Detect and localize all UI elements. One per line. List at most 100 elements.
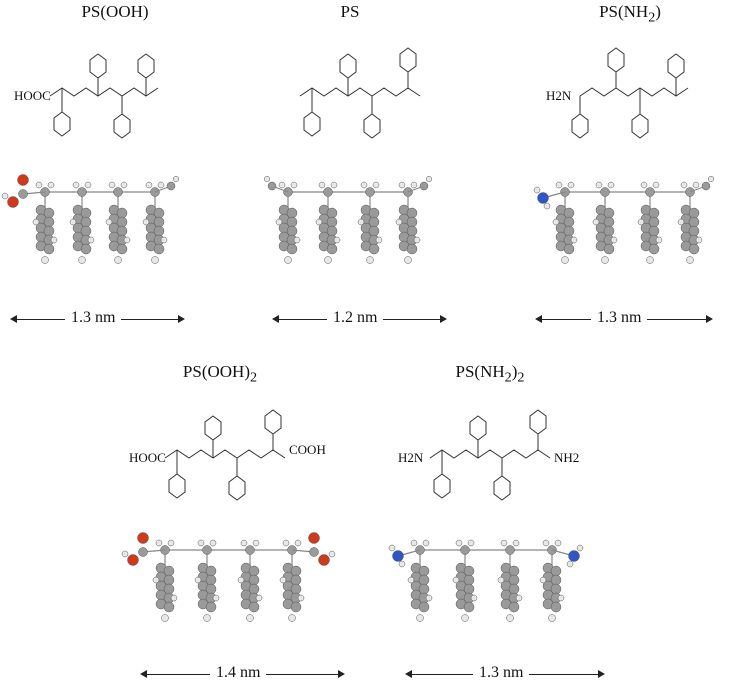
group-label-hooc: HOOC — [14, 88, 51, 103]
carbon-atom — [508, 601, 520, 613]
hydrogen-atom — [255, 594, 263, 602]
hydrogen-atom — [47, 181, 55, 189]
hydrogen-atom — [601, 256, 609, 264]
hydrogen-atom — [548, 614, 556, 622]
oxygen-atom — [308, 532, 320, 544]
hydrogen-atom — [240, 539, 248, 547]
scale-label-ps: 1.2 nm — [327, 309, 384, 327]
carbon-atom — [77, 187, 87, 197]
hydrogen-atom — [278, 181, 286, 189]
hydrogen-atom — [328, 550, 336, 558]
hydrogen-atom — [677, 218, 685, 226]
carbon-atom — [645, 187, 655, 197]
carbon-atom — [600, 187, 610, 197]
hydrogen-atom — [297, 594, 305, 602]
hydrogen-atom — [366, 256, 374, 264]
ball-stick-model-ps-ooh2 — [121, 532, 336, 622]
group-label-h2n-left: H2N — [398, 450, 424, 465]
hydrogen-atom — [576, 544, 584, 552]
hydrogen-atom — [333, 236, 341, 244]
hydrogen-atom — [570, 236, 578, 244]
hydrogen-atom — [497, 576, 505, 584]
hydrogen-atom — [595, 181, 603, 189]
hydrogen-atom — [640, 181, 648, 189]
hydrogen-atom — [655, 236, 663, 244]
carbon-atom — [116, 243, 128, 255]
ball-stick-model-ps-nh2-2 — [388, 539, 584, 622]
hydrogen-atom — [72, 181, 80, 189]
scale-label-ps-nh2-2: 1.3 nm — [473, 664, 530, 682]
hydrogen-atom — [120, 181, 128, 189]
carbon-atom — [153, 243, 165, 255]
scale-bar-ps: 1.2 nm — [272, 309, 447, 329]
oxygen-atom — [7, 196, 19, 208]
hydrogen-atom — [315, 218, 323, 226]
carbon-atom — [460, 545, 470, 555]
carbon-atom — [290, 601, 302, 613]
carbon-atom — [688, 243, 700, 255]
scale-bar-ps-nh2-2: 1.3 nm — [405, 664, 605, 684]
carbon-atom — [113, 187, 123, 197]
hydrogen-atom — [372, 181, 380, 189]
hydrogen-atom — [152, 576, 160, 584]
panel-title-ps: PS — [340, 2, 360, 21]
scale-label-ps-ooh: 1.3 nm — [65, 309, 122, 327]
hydrogen-atom — [275, 218, 283, 226]
oxygen-atom — [318, 554, 330, 566]
scale-label-ps-ooh2: 1.4 nm — [210, 664, 267, 682]
hydrogen-atom — [533, 186, 541, 194]
hydrogen-atom — [404, 256, 412, 264]
hydrogen-atom — [294, 539, 302, 547]
panel-title-ps-ooh: PS(OOH) — [81, 2, 149, 21]
hydrogen-atom — [170, 594, 178, 602]
carbon-atom — [368, 243, 380, 255]
hydrogen-atom — [413, 236, 421, 244]
nitrogen-atom — [537, 192, 549, 204]
hydrogen-atom — [318, 181, 326, 189]
hydrogen-atom — [32, 218, 40, 226]
hydrogen-atom — [398, 181, 406, 189]
hydrogen-atom — [357, 218, 365, 226]
hydrogen-atom — [279, 576, 287, 584]
hydrogen-atom — [114, 256, 122, 264]
panel-title-ps-nh2-2: PS(NH2)2 — [455, 362, 525, 386]
hydrogen-atom — [552, 218, 560, 226]
hydrogen-atom — [610, 236, 618, 244]
structure-ps — [299, 47, 421, 139]
hydrogen-atom — [652, 181, 660, 189]
scale-label-ps-nh2: 1.3 nm — [591, 309, 648, 327]
carbon-atom — [286, 243, 298, 255]
hydrogen-atom — [561, 256, 569, 264]
hydrogen-atom — [78, 256, 86, 264]
group-label-cooh-right: COOH — [289, 442, 326, 457]
carbon-atom — [245, 545, 255, 555]
structure-ps-ooh: HOOC — [14, 53, 159, 139]
structure-ps-nh2-2: H2N NH2 — [398, 409, 579, 501]
hydrogen-atom — [410, 539, 418, 547]
carbon-atom — [80, 243, 92, 255]
hydrogen-atom — [407, 576, 415, 584]
hydrogen-atom — [160, 236, 168, 244]
hydrogen-atom — [197, 539, 205, 547]
carbon-atom — [648, 243, 660, 255]
carbon-atom — [406, 243, 418, 255]
hydrogen-atom — [566, 560, 574, 568]
group-label-h2n: H2N — [546, 88, 572, 103]
hydrogen-atom — [142, 218, 150, 226]
hydrogen-atom — [680, 181, 688, 189]
hydrogen-atom — [695, 236, 703, 244]
hydrogen-atom — [395, 218, 403, 226]
hydrogen-atom — [375, 236, 383, 244]
carbon-atom — [205, 601, 217, 613]
hydrogen-atom — [293, 236, 301, 244]
carbon-atom — [563, 243, 575, 255]
hydrogen-atom — [425, 175, 433, 183]
hydrogen-atom — [692, 181, 700, 189]
hydrogen-atom — [155, 539, 163, 547]
hydrogen-atom — [84, 181, 92, 189]
carbon-atom — [18, 189, 28, 199]
hydrogen-atom — [263, 175, 271, 183]
hydrogen-atom — [425, 594, 433, 602]
carbon-atom — [505, 545, 515, 555]
carbon-atom — [202, 545, 212, 555]
